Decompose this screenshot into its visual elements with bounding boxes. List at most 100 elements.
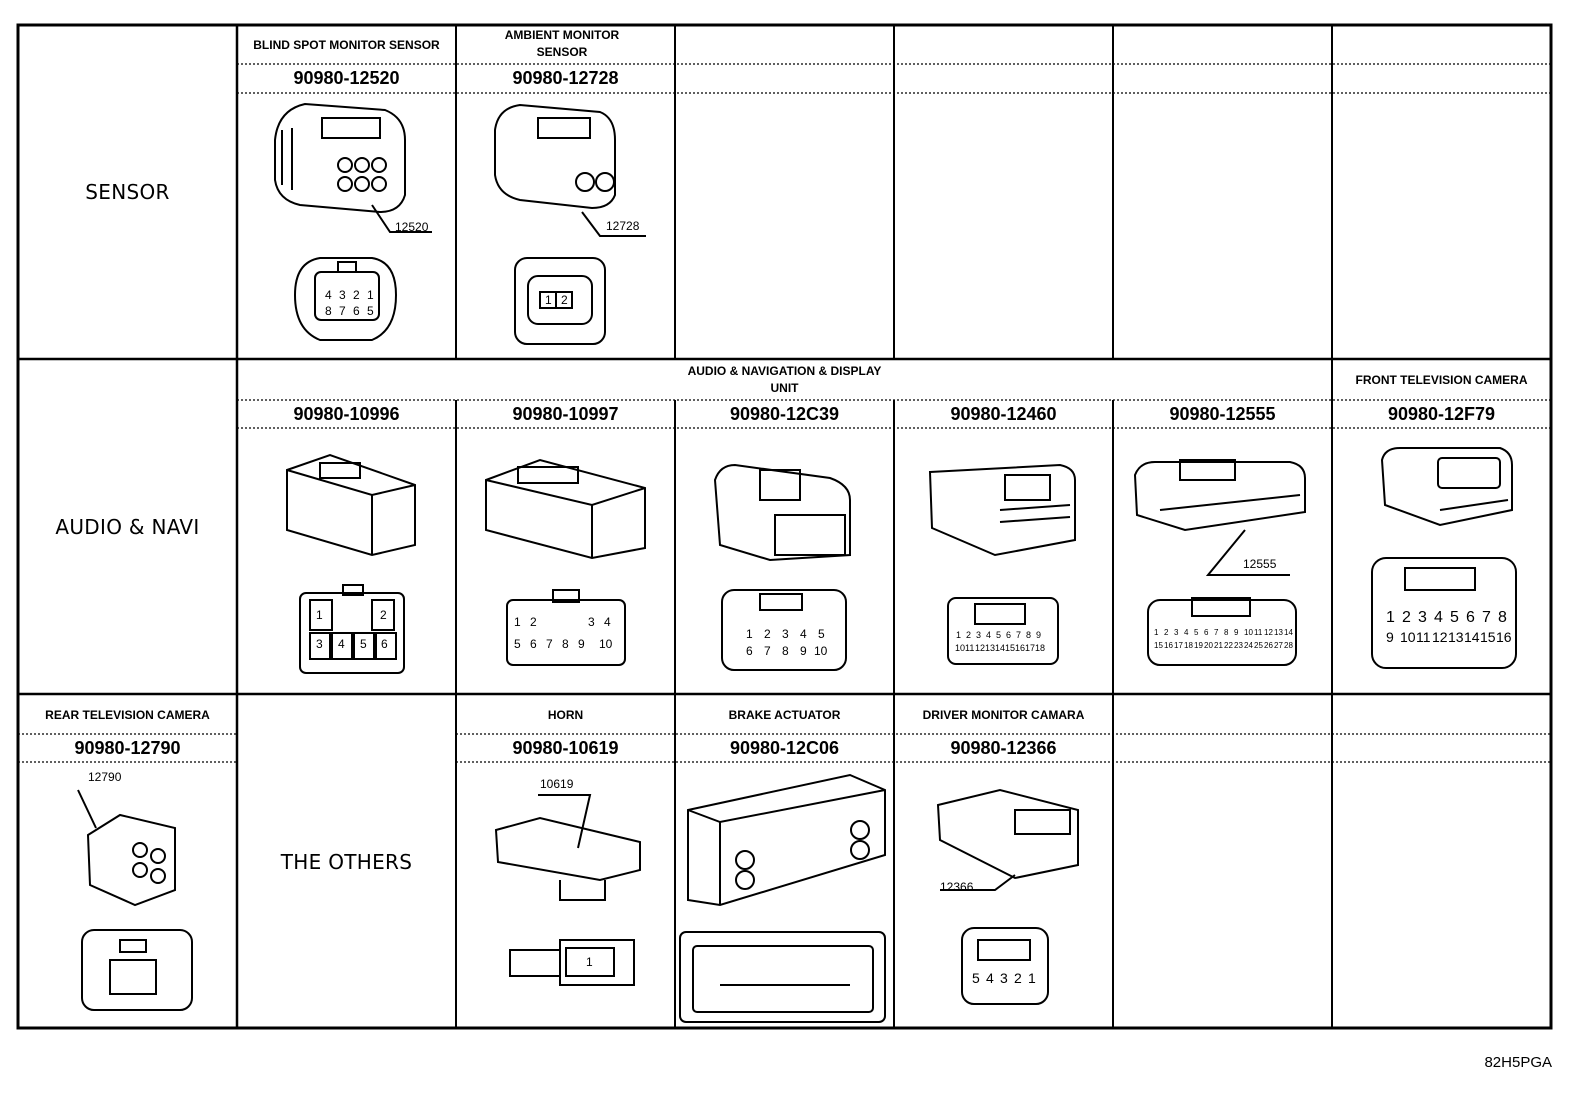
blind-spot-face-drawing bbox=[293, 257, 398, 341]
pin-label: 7 bbox=[764, 644, 771, 658]
cell-header: BLIND SPOT MONITOR SENSOR bbox=[253, 38, 440, 52]
pin-label: 6 bbox=[1006, 630, 1012, 640]
pin-label: 10 bbox=[599, 637, 613, 651]
pin-label: 3 bbox=[1000, 970, 1008, 986]
pin-label: 6 bbox=[381, 637, 388, 651]
pin-label: 4 bbox=[338, 637, 345, 651]
pin-label: 6 bbox=[746, 644, 753, 658]
pin-label: 1 bbox=[514, 615, 521, 629]
connector-10996-drawing bbox=[286, 453, 416, 557]
pin-label: 16 bbox=[1496, 629, 1512, 645]
pin-label: 10 bbox=[1400, 629, 1416, 645]
pin-label: 3 bbox=[782, 627, 789, 641]
pin-label: 12 bbox=[1432, 629, 1448, 645]
pin-label: 1 bbox=[956, 630, 962, 640]
part-number: 90980-12F79 bbox=[1387, 404, 1496, 424]
callout-label: 12790 bbox=[88, 770, 122, 784]
pin-label: 15 bbox=[1480, 629, 1496, 645]
pin-label: 15 bbox=[1005, 643, 1016, 653]
pin-label: 1 bbox=[586, 955, 593, 969]
part-number: 90980-12366 bbox=[950, 738, 1057, 758]
pin-label: 15 bbox=[1154, 641, 1163, 650]
pin-label: 2 bbox=[530, 615, 537, 629]
pin-label: 2 bbox=[561, 293, 568, 307]
pin-label: 1 bbox=[1386, 609, 1395, 626]
connector-12c39-face-drawing bbox=[721, 589, 847, 671]
pin-label: 2 bbox=[764, 627, 771, 641]
connector-10619-drawing bbox=[494, 794, 641, 901]
connector-12460-drawing bbox=[928, 463, 1076, 557]
pin-label: 1 bbox=[367, 288, 374, 302]
pin-label: 13 bbox=[985, 643, 996, 653]
pin-label: 24 bbox=[1244, 641, 1253, 650]
pin-label: 5 bbox=[818, 627, 825, 641]
pin-label: 9 bbox=[1386, 629, 1394, 645]
cell-header: DRIVER MONITOR CAMARA bbox=[922, 708, 1085, 722]
pin-label: 5 bbox=[360, 637, 367, 651]
pin-label: 1 bbox=[545, 293, 552, 307]
callout-label: 12555 bbox=[1243, 557, 1277, 571]
connector-12c06-face-drawing bbox=[679, 931, 886, 1023]
pin-label: 4 bbox=[1184, 628, 1189, 637]
connector-12555-face-drawing bbox=[1147, 597, 1297, 666]
pin-label: 6 bbox=[1466, 609, 1475, 626]
pin-label: 4 bbox=[604, 615, 611, 629]
connector-10619-face-drawing bbox=[509, 939, 635, 986]
pin-label: 4 bbox=[986, 630, 992, 640]
pin-label: 20 bbox=[1204, 641, 1213, 650]
cell-header: FRONT TELEVISION CAMERA bbox=[1355, 373, 1528, 387]
connector-10997-drawing bbox=[485, 458, 646, 560]
pin-label: 1 bbox=[316, 608, 323, 622]
pin-label: 3 bbox=[1174, 628, 1179, 637]
pin-label: 9 bbox=[1036, 630, 1042, 640]
pin-label: 11 bbox=[1416, 629, 1431, 645]
pin-label: 6 bbox=[530, 637, 537, 651]
connector-12555-drawing bbox=[1133, 459, 1306, 576]
connector-12366-drawing bbox=[936, 788, 1079, 891]
pin-label: 5 bbox=[972, 970, 980, 986]
pin-label: 22 bbox=[1224, 641, 1233, 650]
pin-label: 5 bbox=[1194, 628, 1199, 637]
pin-label: 9 bbox=[578, 637, 585, 651]
pin-label: 18 bbox=[1184, 641, 1193, 650]
cell-header: AMBIENT MONITOR SENSOR bbox=[504, 28, 620, 59]
part-number: 90980-12728 bbox=[512, 68, 619, 88]
connector-12f79-drawing bbox=[1380, 447, 1513, 527]
pin-label: 10 bbox=[955, 643, 966, 653]
connector-12f79-face-drawing bbox=[1371, 557, 1517, 669]
category-the-others: THE OTHERS bbox=[280, 850, 413, 874]
pin-label: 26 bbox=[1264, 641, 1273, 650]
pin-label: 7 bbox=[339, 304, 346, 318]
pin-label: 21 bbox=[1214, 641, 1223, 650]
pin-label: 8 bbox=[782, 644, 789, 658]
pin-label: 8 bbox=[1026, 630, 1032, 640]
pin-label: 3 bbox=[976, 630, 982, 640]
pin-label: 5 bbox=[1450, 609, 1459, 626]
connector-12460-face-drawing bbox=[947, 597, 1059, 665]
connector-12366-face-drawing bbox=[961, 927, 1049, 1005]
pin-label: 19 bbox=[1194, 641, 1203, 650]
pin-label: 11 bbox=[965, 643, 975, 653]
pin-label: 2 bbox=[1402, 609, 1411, 626]
pin-label: 2 bbox=[966, 630, 972, 640]
pin-label: 4 bbox=[325, 288, 332, 302]
pin-label: 12 bbox=[975, 643, 986, 653]
connector-12790-face-drawing bbox=[81, 929, 193, 1011]
connector-10996-face-drawing bbox=[299, 584, 405, 674]
pin-label: 5 bbox=[367, 304, 374, 318]
callout-label: 12728 bbox=[606, 219, 640, 233]
pin-label: 25 bbox=[1254, 641, 1263, 650]
connector-12c06-drawing bbox=[687, 773, 886, 907]
pin-label: 10 bbox=[1244, 628, 1253, 637]
pin-label: 16 bbox=[1164, 641, 1173, 650]
part-number: 90980-10997 bbox=[512, 404, 619, 424]
pin-label: 1 bbox=[1154, 628, 1159, 637]
blind-spot-connector-drawing bbox=[274, 102, 432, 233]
pin-label: 3 bbox=[316, 637, 323, 651]
pin-label: 14 bbox=[1464, 629, 1480, 645]
connector-10997-face-drawing bbox=[506, 589, 626, 666]
pin-label: 7 bbox=[1016, 630, 1022, 640]
pin-label: 3 bbox=[339, 288, 346, 302]
pin-label: 28 bbox=[1284, 641, 1293, 650]
